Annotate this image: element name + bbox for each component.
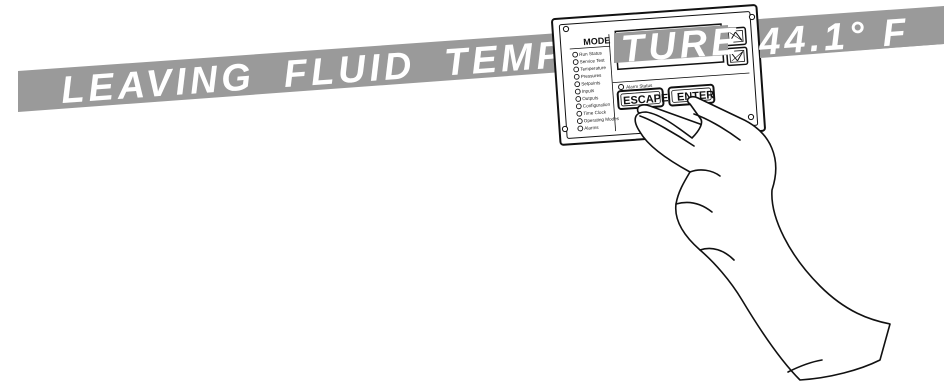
alarm-led: [618, 84, 625, 91]
banner-text-left: LEAVING FLUID TEMPE: [60, 32, 597, 112]
mode-item-label: Operating Modes: [584, 116, 620, 123]
up-arrow-icon: [729, 31, 743, 42]
mode-item-label: Configuration: [583, 102, 611, 109]
escape-button-label: ESCAPE: [623, 92, 669, 107]
mode-title: MODE: [583, 35, 611, 47]
mode-led: [576, 110, 583, 117]
mode-led: [574, 88, 581, 95]
mode-led: [577, 125, 584, 132]
mode-led: [574, 81, 581, 88]
alarm-label: Alarm Status: [626, 83, 653, 90]
banner-display-strip: [614, 25, 728, 63]
mode-led: [573, 73, 580, 80]
mode-led: [575, 96, 582, 102]
mode-item-label: Run Status: [579, 50, 603, 57]
mode-item-label: Pressures: [581, 73, 603, 79]
hand-illustration: [634, 95, 891, 381]
mode-item-label: Time Clock: [583, 109, 607, 116]
mode-led: [573, 66, 580, 73]
mode-item-label: Setpoints: [581, 80, 601, 86]
mode-item-label: Service Test: [580, 58, 606, 65]
banner-text-display: TURE: [620, 21, 742, 71]
mode-led: [576, 118, 583, 124]
mode-led: [575, 103, 582, 110]
mode-item-label: Alarms: [584, 125, 599, 131]
mode-item-label: Temperature: [580, 65, 607, 72]
mode-led: [572, 59, 579, 65]
mode-item-label: Outputs: [582, 95, 599, 101]
mode-led: [572, 51, 579, 58]
down-arrow-icon: [730, 51, 744, 62]
mode-item-label: Inputs: [582, 88, 596, 94]
